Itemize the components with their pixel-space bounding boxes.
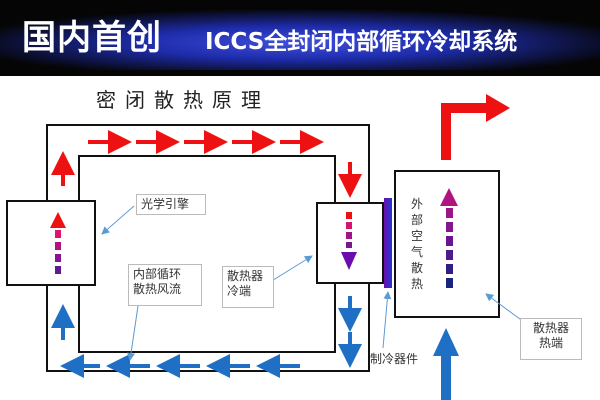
heatsink-cold-line2: 冷端 [227,284,252,298]
callout-cooler [382,291,392,349]
hot-exhaust-arrow [441,94,510,160]
optical-engine-label: 光学引擎 [136,194,206,215]
cold-intake-arrow [433,328,459,400]
header-banner: 国内首创 ICCS全封闭内部循环冷却系统 [0,0,600,76]
heatsink-hot-label: 散热器 热端 [520,318,582,360]
banner-glow [0,10,600,70]
callout-airflow [127,305,139,361]
banner-title-right: ICCS全封闭内部循环冷却系统 [205,29,518,55]
internal-airflow-line2: 散热风流 [133,282,182,296]
callout-optical [101,205,135,235]
banner-title-left: 国内首创 [22,18,162,58]
heatsink-cold-line1: 散热器 [227,269,264,283]
outer-heatsink-arrow [440,188,458,288]
internal-airflow-label: 内部循环 散热风流 [128,264,202,306]
heatsink-cold-label: 散热器 冷端 [222,266,274,308]
heatsink-hot-line2: 热端 [538,336,563,350]
heatsink-hot-line1: 散热器 [532,321,569,335]
optical-engine-heat-arrow [50,212,66,274]
diagram-title: 密闭散热原理 [96,88,270,112]
cooler-label: 制冷器件 [370,350,419,369]
cooler-plate [384,198,392,288]
outside-air-label: 外部空气散热 [410,197,423,291]
callout-cold-end [269,255,313,283]
callout-hot-end [485,293,525,323]
cold-heatsink-arrow [341,212,357,270]
internal-airflow-line1: 内部循环 [133,267,182,281]
optical-engine-box [6,200,96,286]
